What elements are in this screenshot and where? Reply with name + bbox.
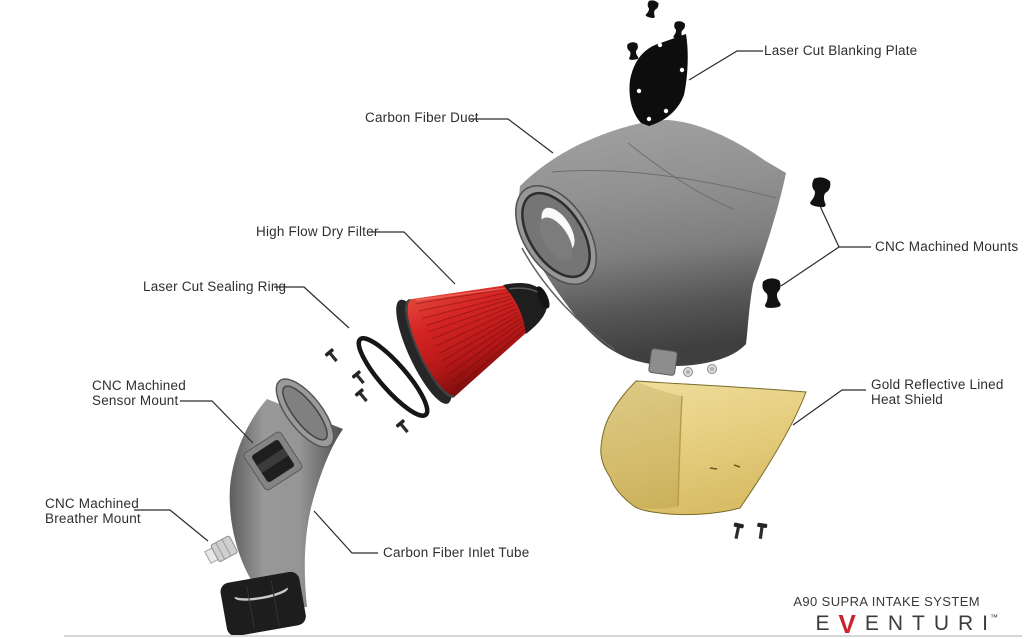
- label-heat-shield-line2: Heat Shield: [871, 392, 943, 407]
- blanking-plate-icon: [626, 0, 688, 126]
- label-heat-shield-line1: Gold Reflective Lined: [871, 377, 1004, 392]
- leader-filter: [369, 231, 456, 285]
- duct-opening: [515, 184, 597, 286]
- label-cnc-mounts: CNC Machined Mounts: [875, 239, 1019, 254]
- heat-shield-screws: [731, 522, 768, 540]
- filter-cap-end: [536, 286, 550, 309]
- brand-logo: EVENTURI™: [815, 609, 998, 639]
- tube-coupler: [220, 571, 306, 637]
- heat-shield-fold-line: [677, 395, 683, 507]
- brand-letters: ENTURI: [864, 612, 997, 635]
- leader-blanking-plate: [688, 50, 763, 81]
- label-dry-filter: High Flow Dry Filter: [256, 224, 379, 239]
- inlet-tube-icon: [204, 378, 343, 637]
- trademark-symbol: ™: [990, 613, 998, 622]
- filter-cone: [407, 285, 527, 396]
- label-breather-mount-line2: Breather Mount: [45, 511, 141, 526]
- filter-highlight: [416, 287, 506, 301]
- filter-pleats: [415, 288, 526, 390]
- heat-shield-icon: [600, 380, 807, 540]
- tube-rim: [275, 378, 335, 448]
- leader-breather-mount: [134, 509, 209, 542]
- footer-divider: [64, 635, 1022, 637]
- sensor-mount-icon: [243, 431, 303, 491]
- label-sensor-mount: CNC Machined Sensor Mount: [92, 378, 186, 408]
- label-inlet-tube: Carbon Fiber Inlet Tube: [383, 545, 530, 560]
- filter-cap-highlight: [509, 287, 538, 293]
- leader-mounts-upper: [819, 205, 871, 248]
- duct-flange-tab: [648, 348, 678, 376]
- filter-cap: [503, 283, 548, 335]
- duct-lip-edge: [521, 247, 616, 351]
- leader-duct: [470, 118, 554, 154]
- leader-sealing-ring: [274, 286, 350, 329]
- heat-shield-marks: [709, 464, 741, 470]
- heat-shield-fold-shade: [600, 381, 682, 509]
- duct-nuts: [683, 364, 717, 377]
- label-breather-mount-line1: CNC Machined: [45, 496, 139, 511]
- duct-crease-line: [551, 169, 777, 199]
- carbon-duct-icon: [515, 120, 786, 377]
- label-breather-mount: CNC Machined Breather Mount: [45, 496, 141, 526]
- leader-heat-shield: [792, 389, 866, 426]
- brand-letter-e: E: [815, 612, 839, 635]
- label-sensor-mount-line1: CNC Machined: [92, 378, 186, 393]
- duct-body: [518, 120, 786, 367]
- blanking-plate-holes: [636, 42, 685, 122]
- label-sealing-ring: Laser Cut Sealing Ring: [143, 279, 287, 294]
- leader-sensor-mount: [180, 400, 254, 444]
- breather-mount-icon: [204, 535, 238, 564]
- leader-mounts-lower: [780, 246, 840, 287]
- dry-filter-icon: [396, 283, 550, 404]
- label-carbon-fiber-duct: Carbon Fiber Duct: [365, 110, 479, 125]
- leader-lines: [134, 50, 871, 554]
- label-heat-shield: Gold Reflective Lined Heat Shield: [871, 377, 1004, 407]
- leader-inlet-tube: [313, 510, 378, 554]
- brand-red-v: V: [838, 609, 865, 639]
- sealing-ring-icon: [356, 336, 430, 418]
- label-blanking-plate: Laser Cut Blanking Plate: [764, 43, 918, 58]
- duct-crease-line-2: [627, 142, 735, 210]
- heat-shield-panel: [600, 380, 807, 516]
- blanking-plate-body: [629, 34, 688, 126]
- label-sensor-mount-line2: Sensor Mount: [92, 393, 179, 408]
- product-title: A90 SUPRA INTAKE SYSTEM: [793, 594, 980, 609]
